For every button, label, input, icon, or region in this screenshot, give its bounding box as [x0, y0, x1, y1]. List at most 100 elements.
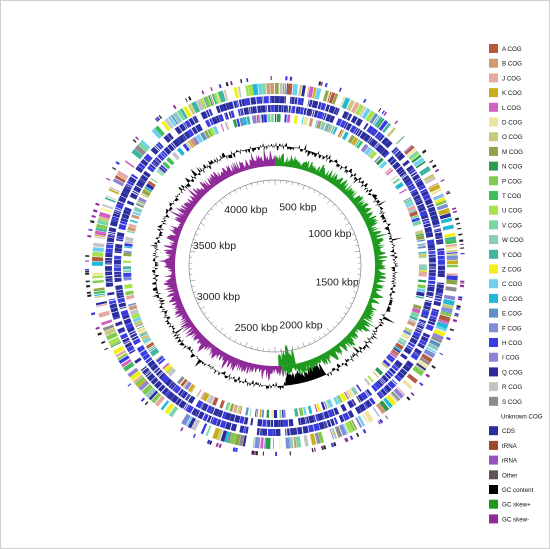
- feature-block: [137, 326, 147, 334]
- feature-block: [224, 401, 231, 411]
- feature-block: [343, 391, 350, 400]
- feature-block: [233, 87, 240, 99]
- feature-block: [325, 400, 330, 409]
- feature-block: [158, 372, 166, 380]
- feature-block: [460, 252, 465, 255]
- feature-block: [102, 324, 115, 331]
- feature-block: [403, 197, 412, 202]
- feature-block: [181, 413, 191, 426]
- feature-block: [237, 108, 241, 117]
- legend-label: G COG: [502, 296, 523, 303]
- scale-tick: [336, 321, 340, 324]
- feature-block: [433, 224, 441, 228]
- feature-block: [129, 219, 138, 224]
- feature-block: [140, 365, 147, 372]
- feature-block: [275, 428, 281, 436]
- feature-block: [90, 220, 95, 224]
- legend-item: CDS: [489, 426, 515, 436]
- legend-swatch: [489, 191, 498, 200]
- scale-tick: [239, 187, 242, 191]
- feature-block: [335, 108, 340, 116]
- feature-block: [140, 332, 148, 337]
- feature-block: [139, 349, 148, 357]
- legend-item: K COG: [489, 88, 522, 98]
- feature-block: [109, 220, 118, 227]
- feature-block: [410, 392, 415, 397]
- feature-block: [428, 262, 436, 264]
- legend-swatch: [489, 338, 498, 347]
- feature-block: [320, 102, 327, 111]
- feature-block: [300, 98, 304, 106]
- scale-tick: [224, 196, 227, 199]
- scale-tick: [234, 189, 237, 193]
- feature-block: [116, 236, 124, 240]
- feature-block: [454, 314, 459, 317]
- feature-block: [363, 377, 371, 386]
- feature-block: [235, 447, 238, 453]
- feature-block: [120, 217, 129, 223]
- legend-label: K COG: [502, 90, 522, 97]
- feature-block: [215, 115, 221, 123]
- feature-block: [291, 96, 295, 105]
- scale-tick: [318, 336, 321, 340]
- feature-block: [174, 126, 183, 135]
- feature-block: [205, 425, 212, 437]
- feature-block: [225, 102, 230, 111]
- scale-tick: [340, 212, 343, 216]
- feature-block: [243, 426, 247, 434]
- legend-item: J COG: [489, 73, 521, 83]
- feature-block: [166, 391, 175, 401]
- feature-block: [123, 270, 132, 273]
- scale-tick: [349, 228, 353, 230]
- feature-block: [177, 134, 186, 144]
- feature-block: [460, 247, 465, 249]
- feature-block: [115, 349, 127, 358]
- feature-block: [307, 405, 313, 414]
- feature-block: [142, 170, 151, 178]
- feature-block: [223, 112, 228, 120]
- feature-block: [374, 116, 383, 128]
- legend-item: D COG: [489, 117, 522, 127]
- feature-block: [234, 414, 241, 423]
- scale-tick: [345, 306, 350, 310]
- feature-block: [410, 188, 418, 194]
- feature-block: [364, 390, 370, 397]
- feature-block: [340, 403, 347, 412]
- feature-block: [260, 105, 266, 113]
- feature-block: [362, 429, 367, 434]
- feature-block: [425, 299, 433, 303]
- feature-block: [355, 128, 361, 136]
- feature-block: [180, 427, 184, 432]
- feature-block: [418, 251, 427, 254]
- feature-block: [418, 318, 427, 324]
- feature-block: [129, 332, 138, 339]
- feature-block: [339, 96, 346, 108]
- feature-block: [458, 296, 463, 299]
- feature-block: [447, 264, 459, 268]
- scale-tick: [256, 181, 258, 185]
- feature-block: [439, 352, 444, 356]
- feature-block: [284, 114, 287, 123]
- feature-block: [390, 175, 398, 181]
- feature-block: [210, 127, 216, 136]
- feature-block: [302, 425, 309, 434]
- feature-block: [109, 186, 121, 193]
- feature-block: [104, 347, 109, 351]
- feature-block: [342, 412, 351, 421]
- feature-block: [123, 318, 132, 325]
- feature-block: [363, 123, 369, 130]
- gc-skew-positive-dip: [278, 344, 296, 366]
- feature-block: [339, 424, 347, 436]
- feature-block: [316, 111, 324, 120]
- feature-block: [353, 127, 359, 135]
- feature-block: [435, 294, 443, 297]
- feature-block: [145, 387, 157, 399]
- feature-block: [200, 131, 208, 141]
- feature-block: [176, 137, 182, 145]
- feature-block: [115, 289, 124, 293]
- feature-block: [309, 433, 317, 446]
- feature-block: [205, 109, 211, 118]
- feature-block: [219, 104, 225, 113]
- legend-swatch: [489, 73, 498, 83]
- feature-block: [318, 81, 322, 86]
